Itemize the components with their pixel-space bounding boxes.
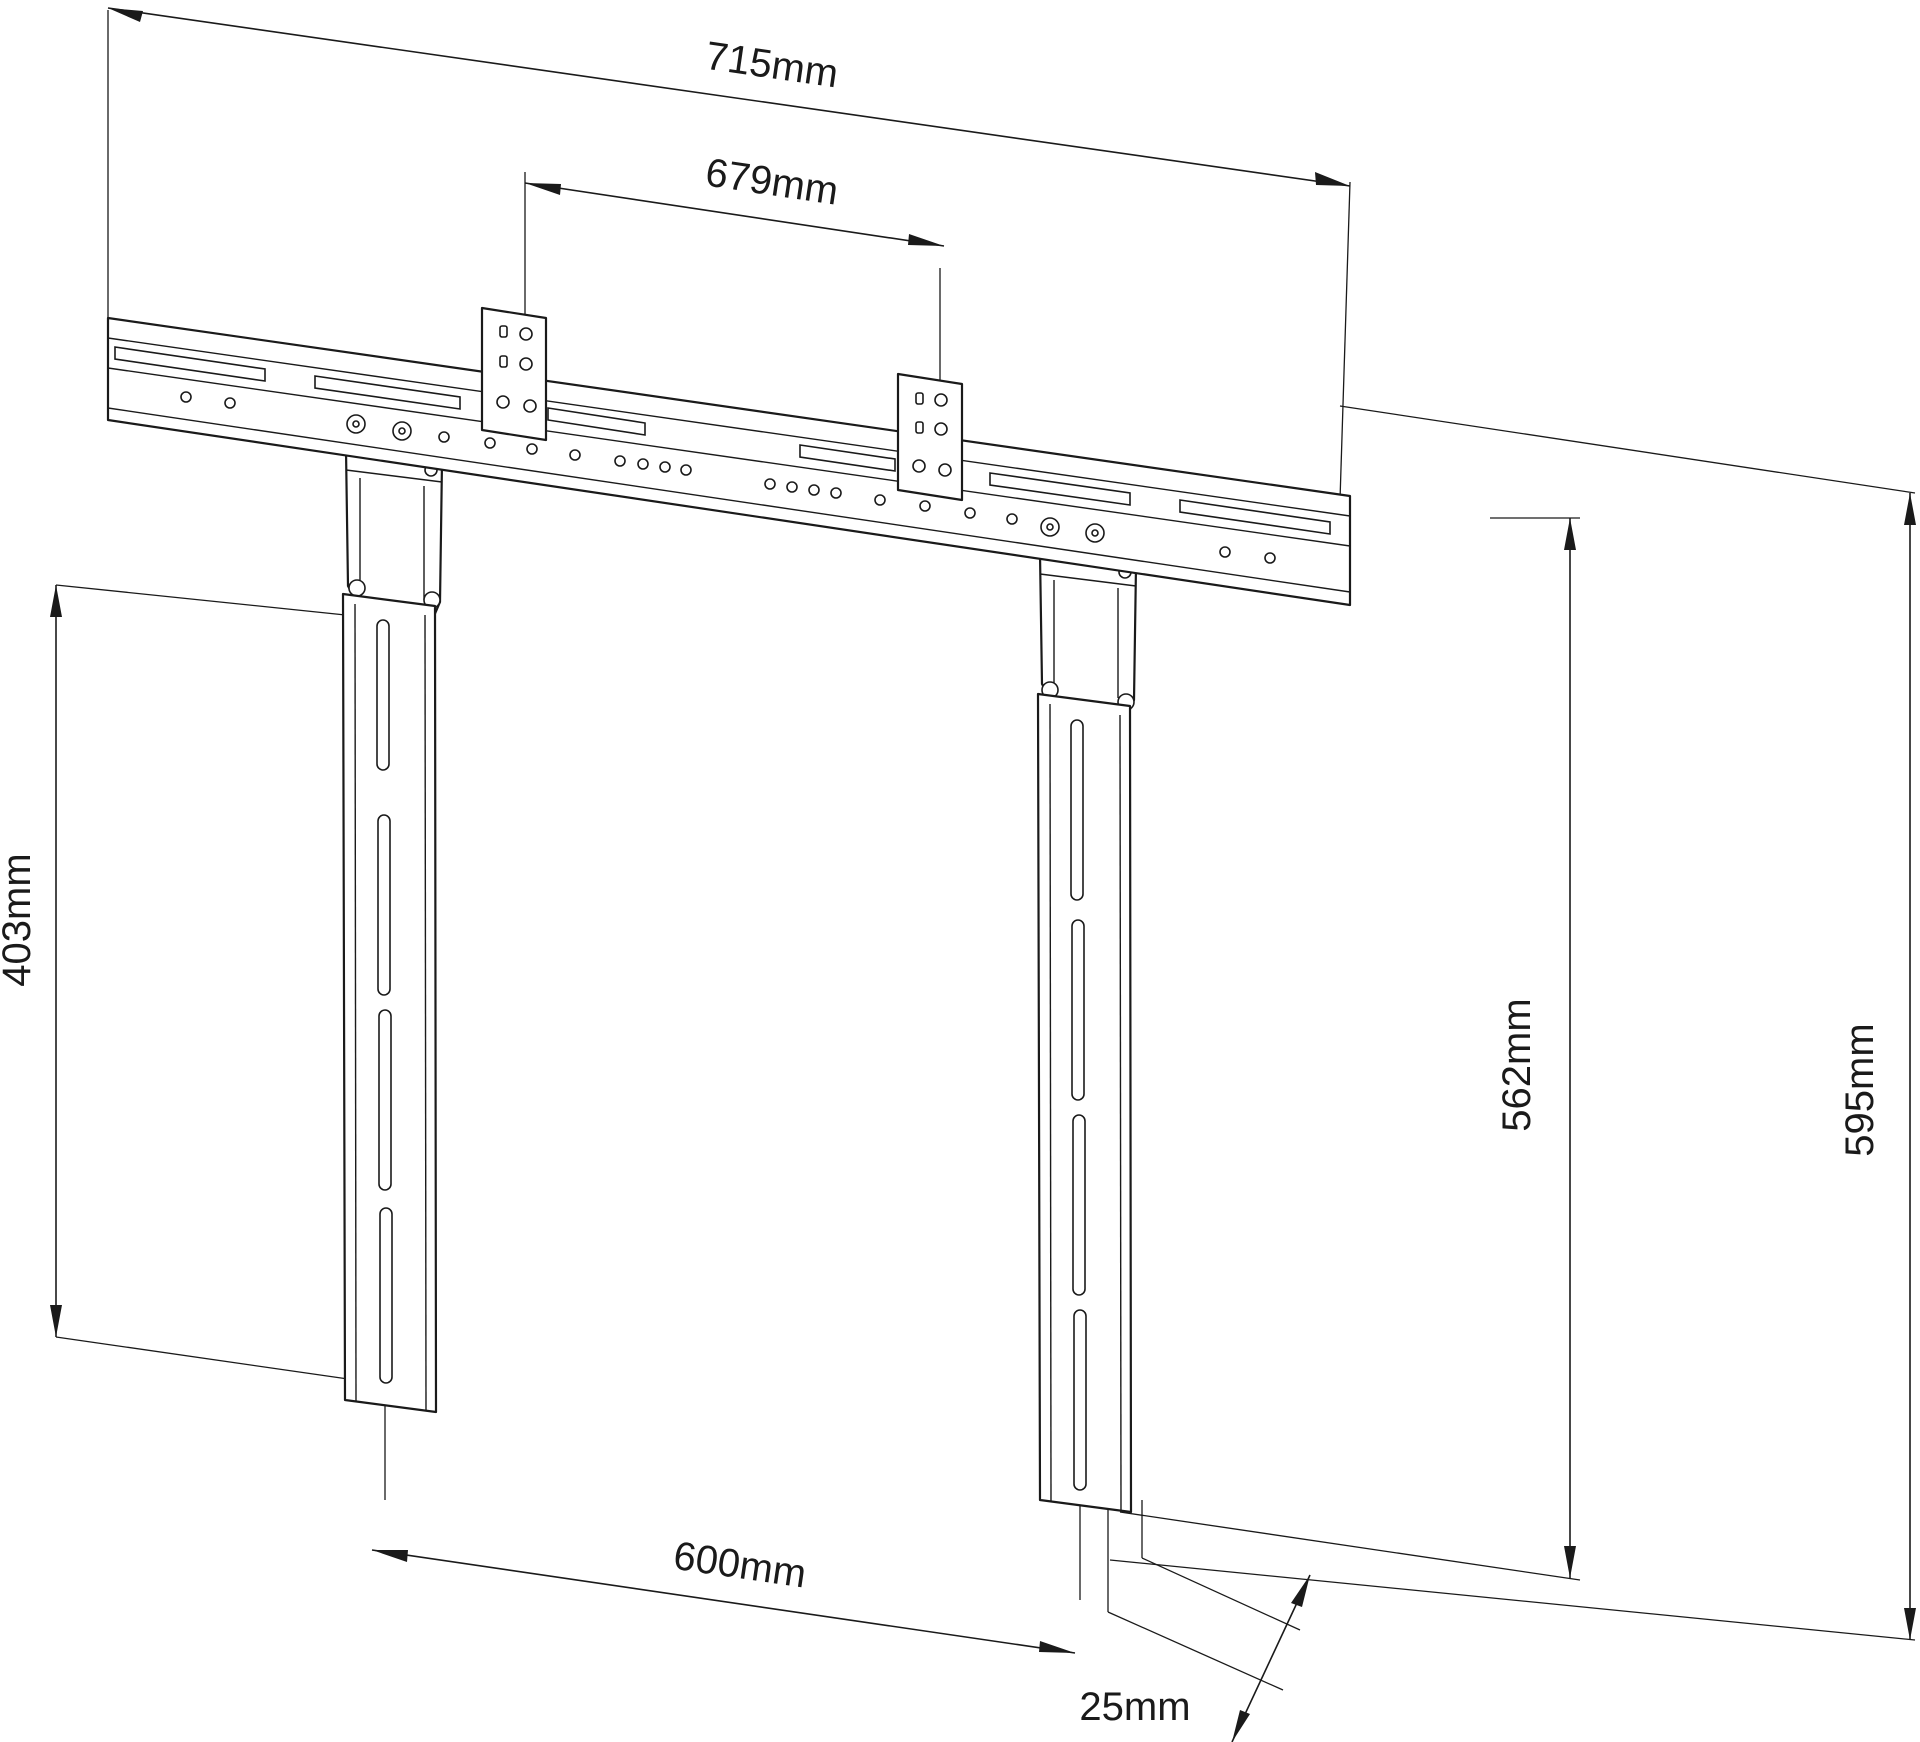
rail-holes: [180, 391, 1276, 564]
rail-slots: [114, 346, 1331, 535]
right-arm-slots: [1070, 719, 1087, 1491]
horizontal-rail: [106, 316, 1352, 607]
left-arm-slots: [376, 619, 393, 1384]
dimension-arrows: [50, 8, 1916, 1742]
label-arm-length: 403mm: [0, 853, 39, 986]
left-vesa-tab: [480, 306, 548, 442]
label-height-arm: 562mm: [1495, 998, 1539, 1131]
left-arm: [341, 448, 444, 1414]
label-width-total: 715mm: [703, 34, 841, 97]
dimension-lines: [55, 7, 1916, 1742]
right-vesa-tab: [896, 372, 964, 502]
label-arm-spacing: 600mm: [671, 1534, 809, 1597]
label-width-inner: 679mm: [703, 151, 841, 214]
label-depth: 25mm: [1079, 1685, 1190, 1729]
label-height-total: 595mm: [1838, 1023, 1882, 1156]
right-arm: [1036, 552, 1138, 1514]
dimension-labels: 715mm 679mm 403mm 562mm 595mm 600mm 25mm: [0, 34, 1882, 1729]
rail-screws: [346, 414, 1105, 543]
